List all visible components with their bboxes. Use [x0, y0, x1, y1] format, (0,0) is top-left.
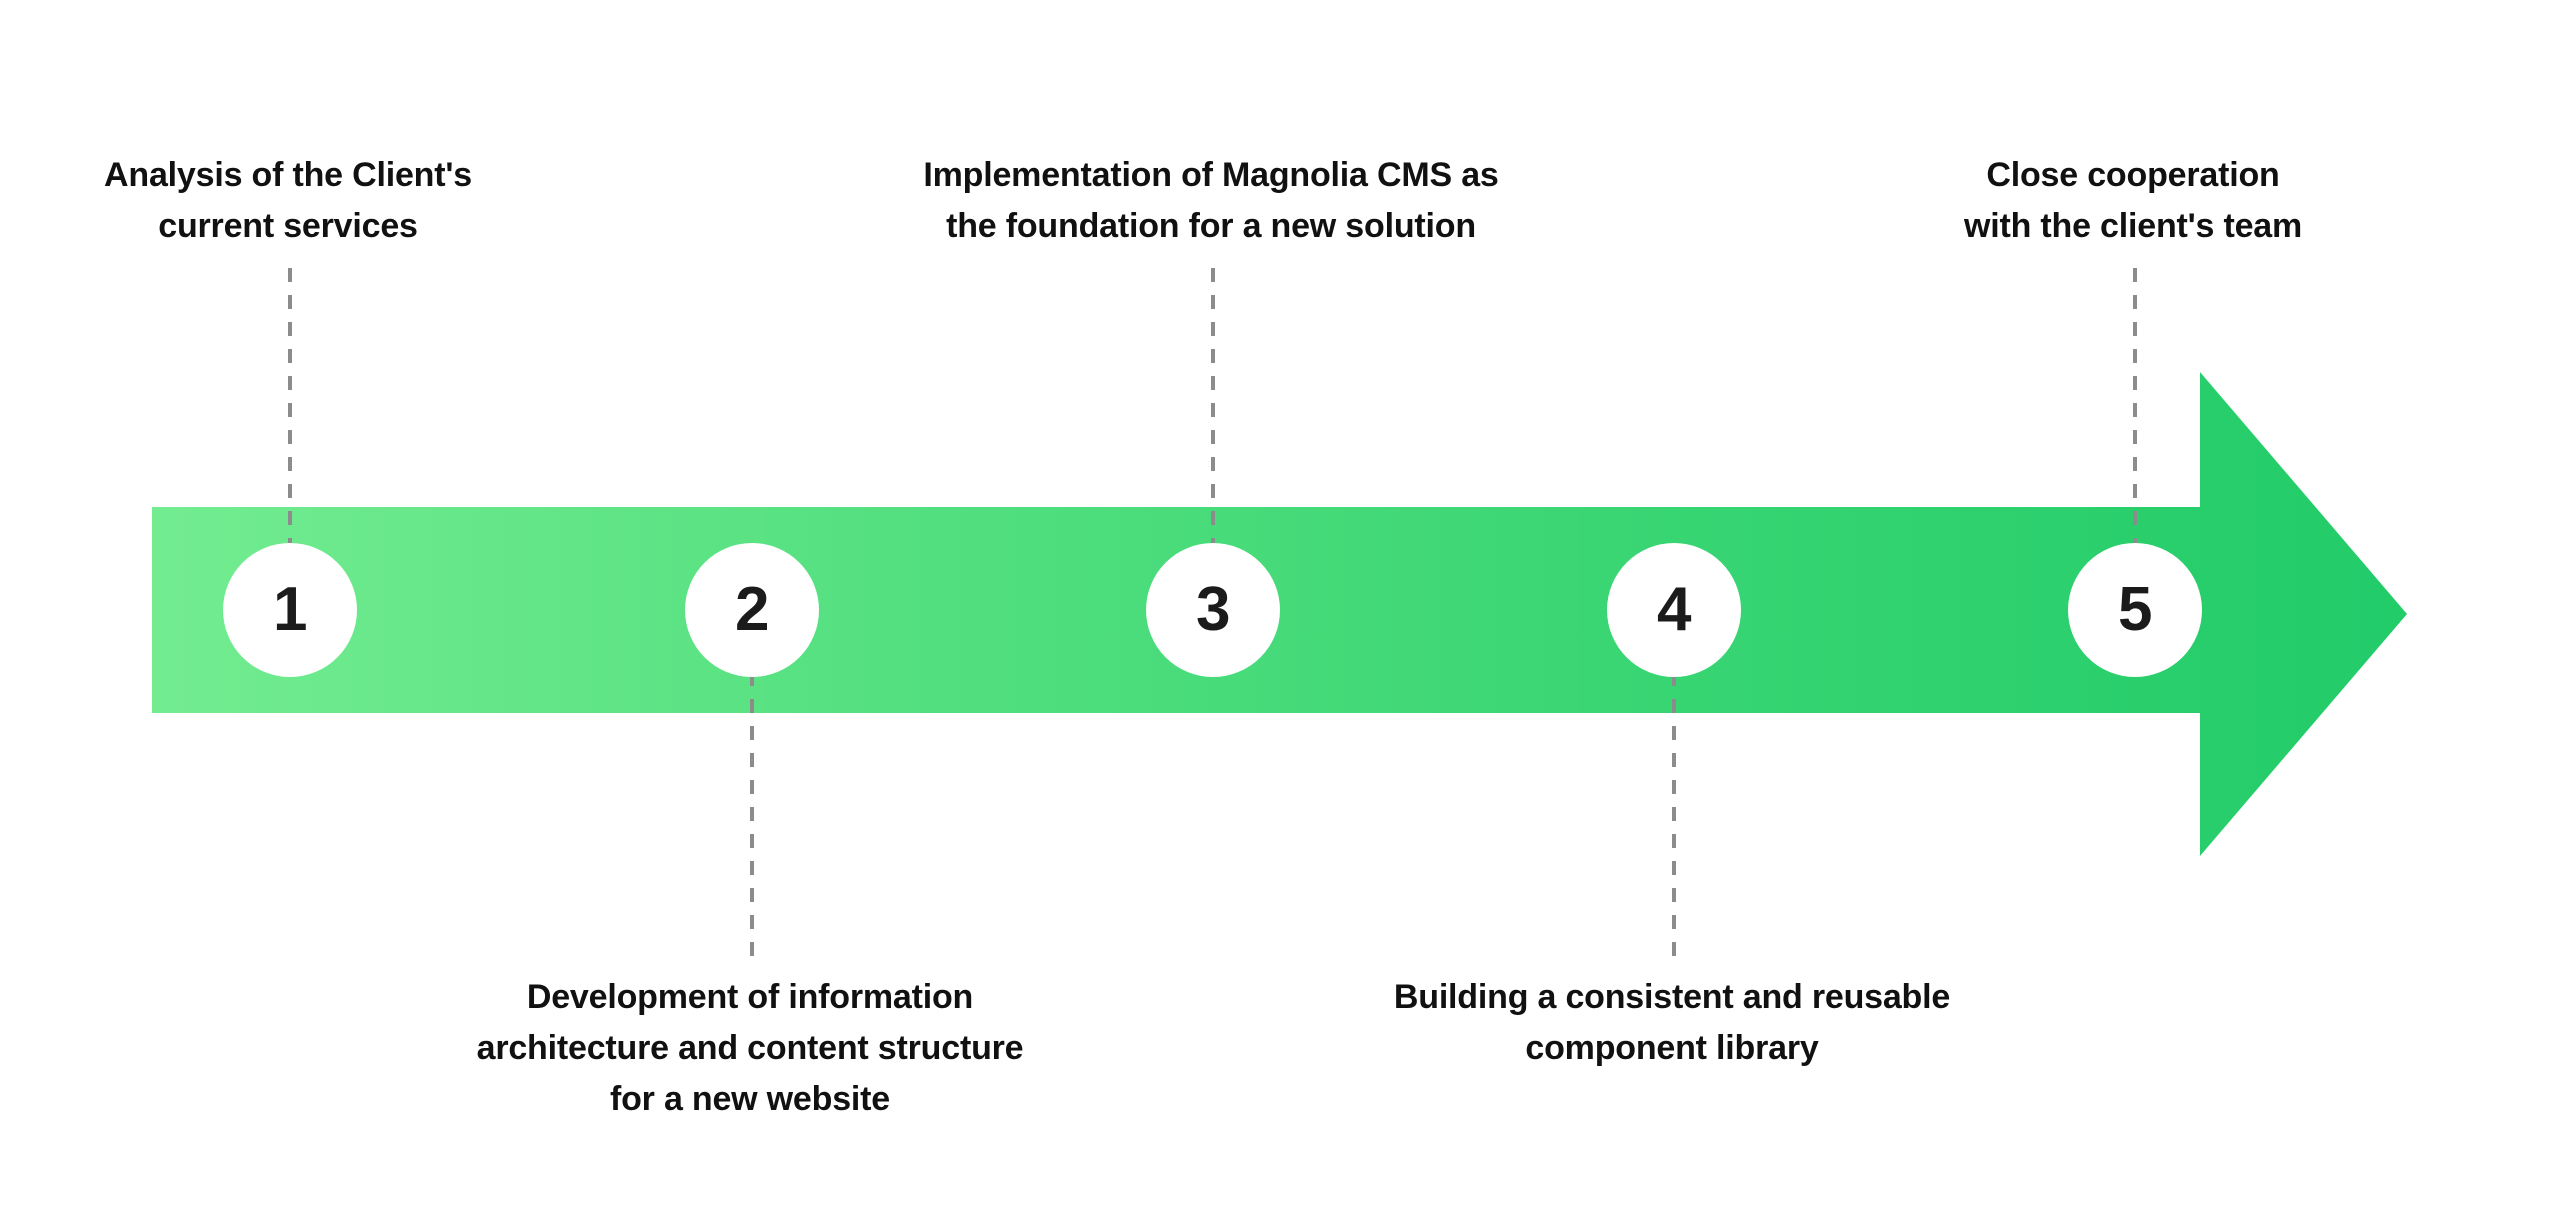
step-node-3[interactable]: 3 [1146, 543, 1280, 677]
connector-line-step-5 [2133, 268, 2137, 560]
step-number-3: 3 [1196, 575, 1230, 644]
step-number-1: 1 [273, 575, 307, 644]
step-node-1[interactable]: 1 [223, 543, 357, 677]
connector-line-step-1 [288, 268, 292, 560]
step-node-5[interactable]: 5 [2068, 543, 2202, 677]
step-label-2: Development of information architecture … [476, 978, 1024, 1118]
step-label-5: Close cooperation with the client's team [1963, 156, 2303, 245]
step-number-4: 4 [1657, 575, 1691, 644]
step-node-2[interactable]: 2 [685, 543, 819, 677]
step-label-1: Analysis of the Client's current service… [104, 156, 472, 245]
step-number-5: 5 [2118, 575, 2152, 644]
step-label-3: Implementation of Magnolia CMS as the fo… [923, 156, 1499, 245]
step-label-4: Building a consistent and reusable compo… [1393, 978, 1951, 1067]
connector-line-step-4 [1672, 672, 1676, 957]
connector-line-step-3 [1211, 268, 1215, 560]
connector-line-step-2 [750, 672, 754, 957]
step-number-2: 2 [735, 575, 769, 644]
step-node-4[interactable]: 4 [1607, 543, 1741, 677]
